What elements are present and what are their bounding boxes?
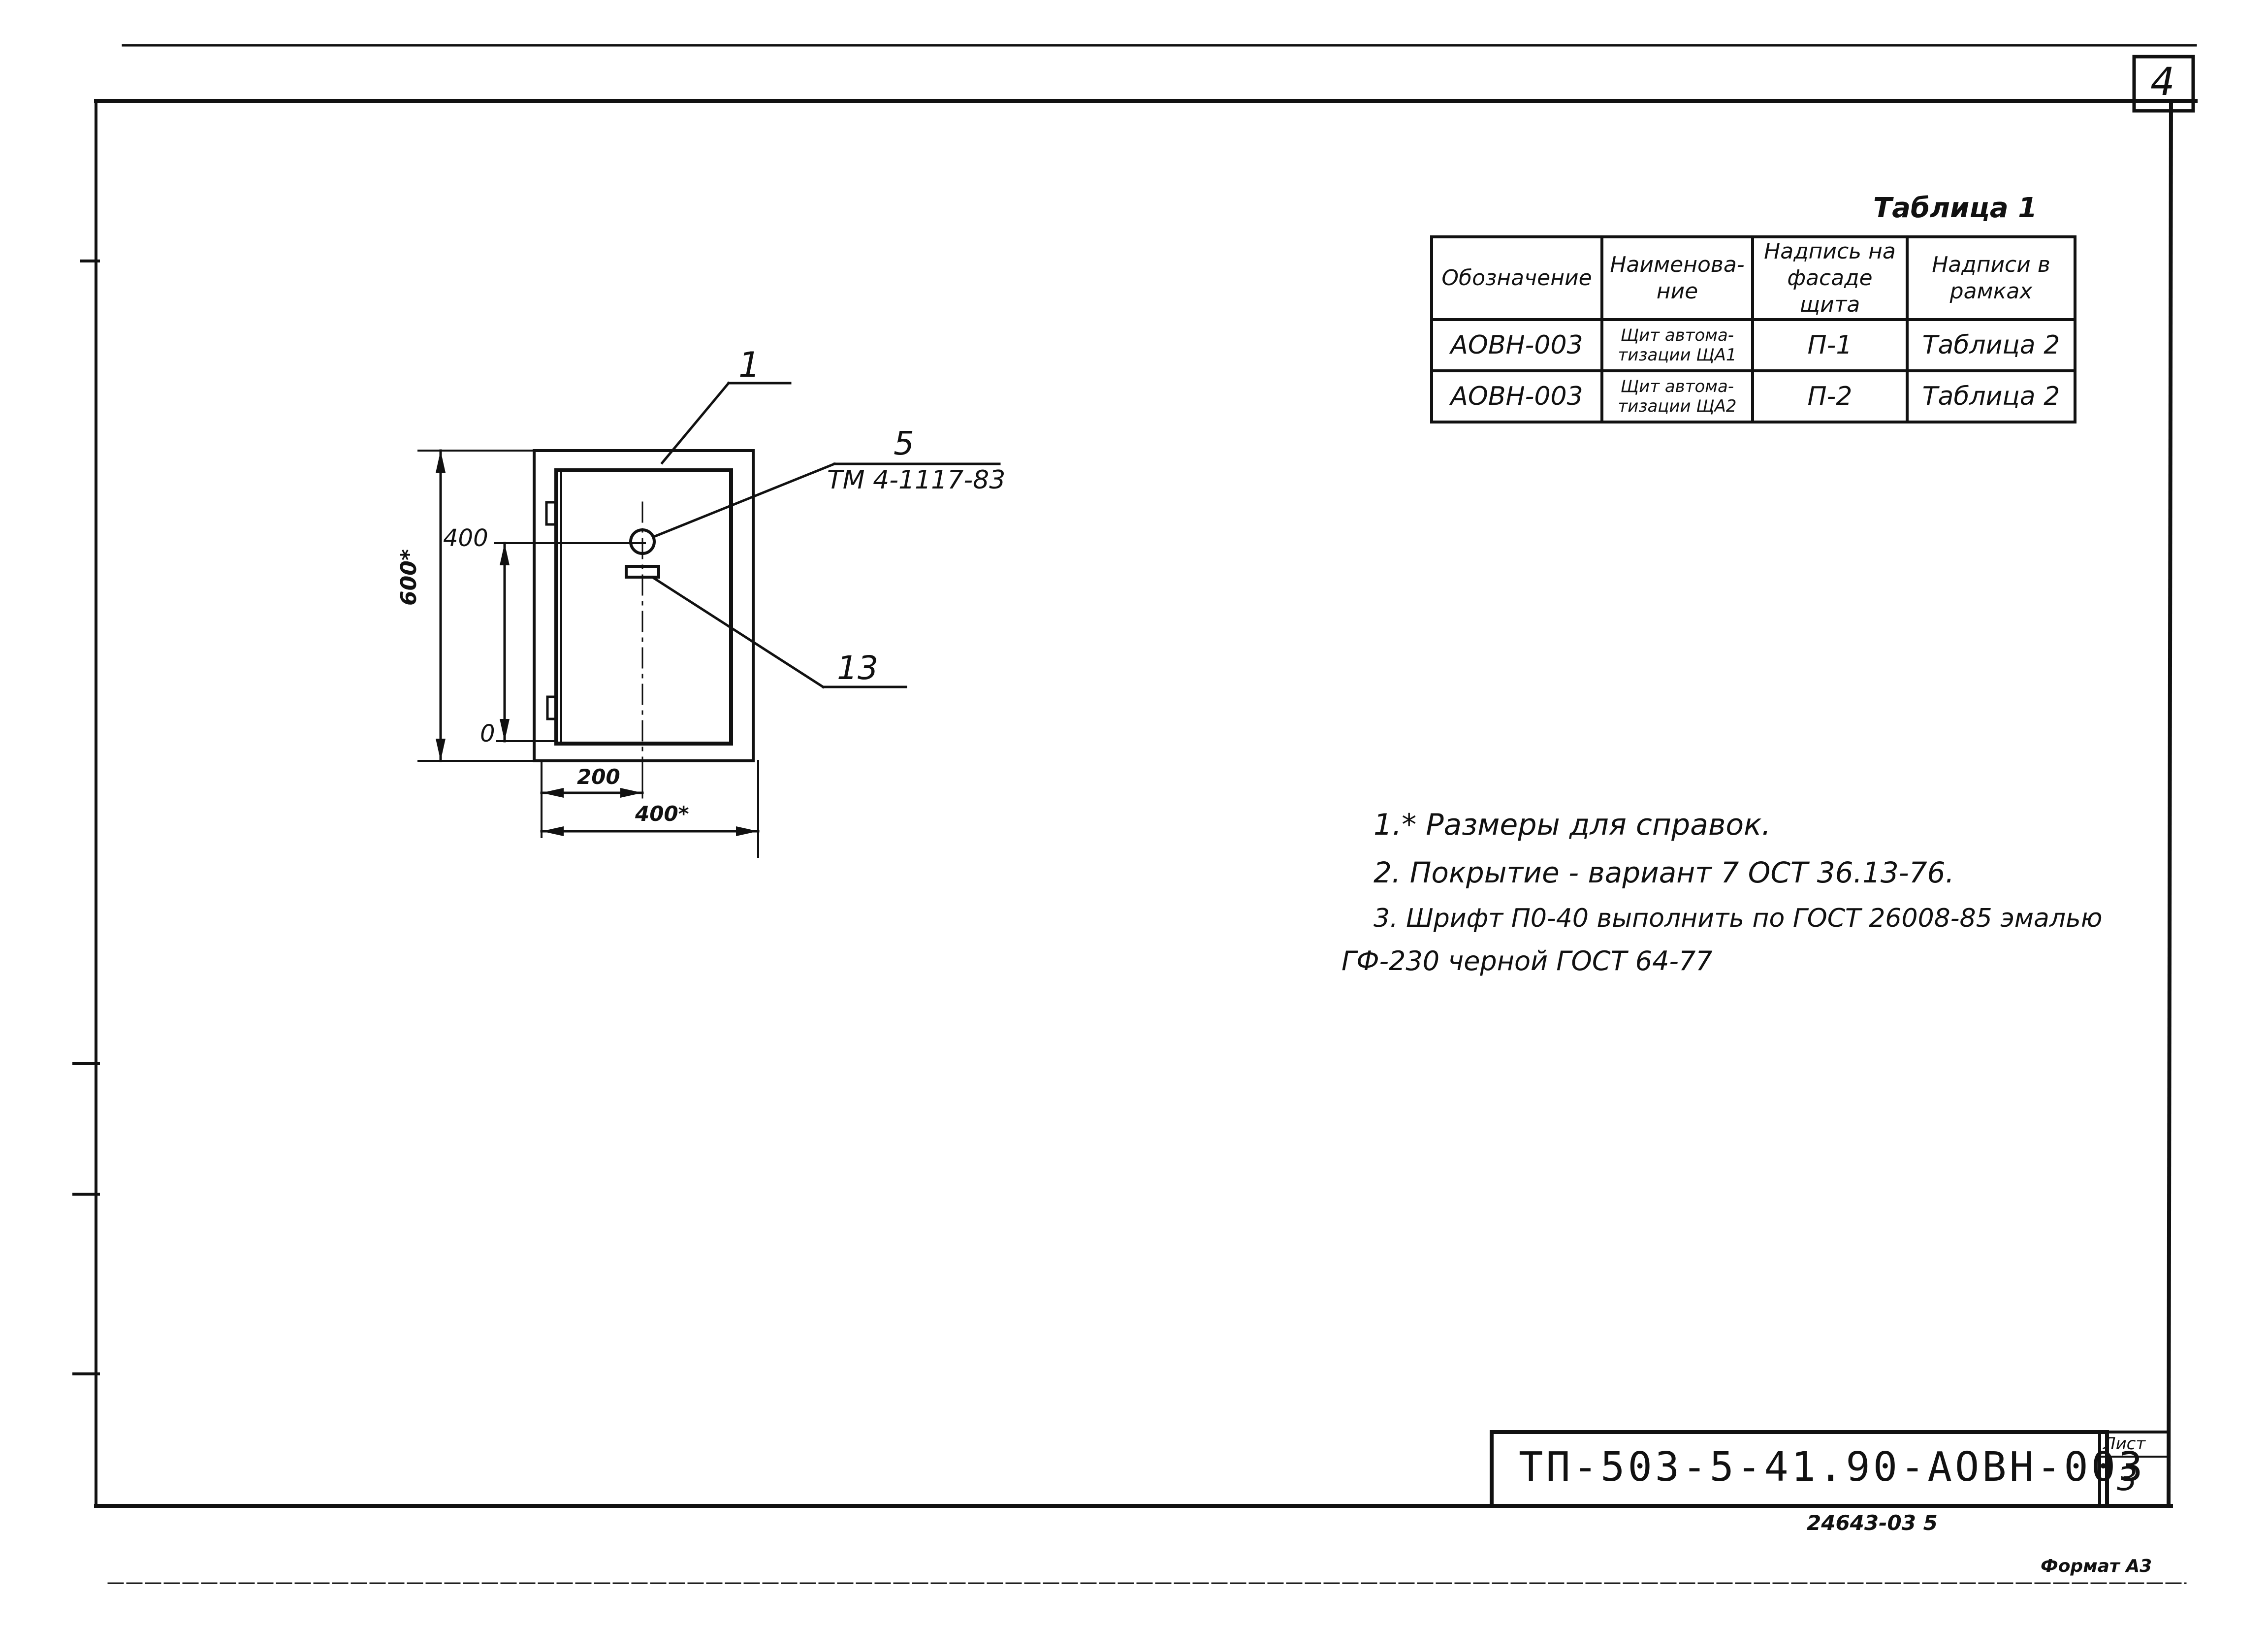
- dim-400-level: 400: [443, 524, 488, 552]
- cell-designation: АОВН-003: [1430, 318, 1603, 372]
- dim-height-label: 600*: [396, 549, 421, 606]
- hinge-top: [545, 501, 557, 526]
- table-header-row: Обозначение Наименова-ние Надпись на фас…: [1430, 235, 2076, 321]
- table-1: Обозначение Наименова-ние Надпись на фас…: [1430, 235, 2076, 423]
- corner-sheet-number: 4: [2150, 60, 2175, 104]
- sheet-label: Лист: [2103, 1434, 2146, 1454]
- table-row: АОВН-003 Щит автома-тизации ЩА2 П-2 Табл…: [1430, 369, 2076, 423]
- cabinet-outer: [533, 449, 755, 762]
- sheet-number-box: [2098, 1431, 2170, 1507]
- note-3-continuation: ГФ-230 черной ГОСТ 64-77: [1342, 945, 1713, 977]
- table-caption: Таблица 1: [1873, 192, 2038, 224]
- inventory-number: 24643-03 5: [1807, 1511, 1938, 1535]
- callout-5-reference: ТМ 4-1117-83: [827, 465, 1006, 495]
- cell-facade: П-1: [1751, 318, 1909, 372]
- note-3: 3. Шрифт П0-40 выполнить по ГОСТ 26008-8…: [1374, 904, 2103, 933]
- dim-200: 200: [577, 765, 620, 789]
- title-block-box: [1490, 1430, 2109, 1508]
- header-designation: Обозначение: [1430, 235, 1603, 321]
- callout-13: 13: [837, 649, 878, 687]
- leader-5: [652, 462, 836, 539]
- frame-right: [2166, 98, 2173, 1508]
- leader-13: [650, 575, 825, 689]
- leader-1: [660, 381, 731, 465]
- cell-name: Щит автома-тизации ЩА2: [1600, 369, 1754, 423]
- format-label: Формат А3: [2041, 1556, 2152, 1576]
- title-block-designation: ТП-503-5-41.90-АОВН-003: [1519, 1444, 2146, 1491]
- cabinet-door: [554, 468, 733, 746]
- cell-designation: АОВН-003: [1430, 369, 1603, 423]
- callout-5: 5: [894, 424, 914, 462]
- dim-width-label: 400*: [635, 802, 689, 826]
- hinge-bottom: [546, 695, 558, 720]
- cell-name: Щит автома-тизации ЩА1: [1600, 318, 1754, 372]
- note-1: 1.* Размеры для справок.: [1374, 808, 1771, 842]
- cell-frame: Таблица 2: [1906, 369, 2076, 423]
- dim-0-level: 0: [480, 720, 495, 748]
- cell-frame: Таблица 2: [1906, 318, 2076, 372]
- cell-facade: П-2: [1751, 369, 1909, 423]
- callout-1: 1: [738, 345, 761, 385]
- header-name: Наименова-ние: [1600, 235, 1754, 321]
- table-row: АОВН-003 Щит автома-тизации ЩА1 П-1 Табл…: [1430, 318, 2076, 372]
- header-frame-inscriptions: Надписи в рамках: [1906, 235, 2076, 321]
- sheet-number: 3: [2117, 1460, 2138, 1498]
- note-2: 2. Покрытие - вариант 7 ОСТ 36.13-76.: [1374, 856, 1954, 889]
- header-facade-inscription: Надпись на фасаде щита: [1751, 235, 1909, 321]
- corner-number-box: [2132, 55, 2195, 113]
